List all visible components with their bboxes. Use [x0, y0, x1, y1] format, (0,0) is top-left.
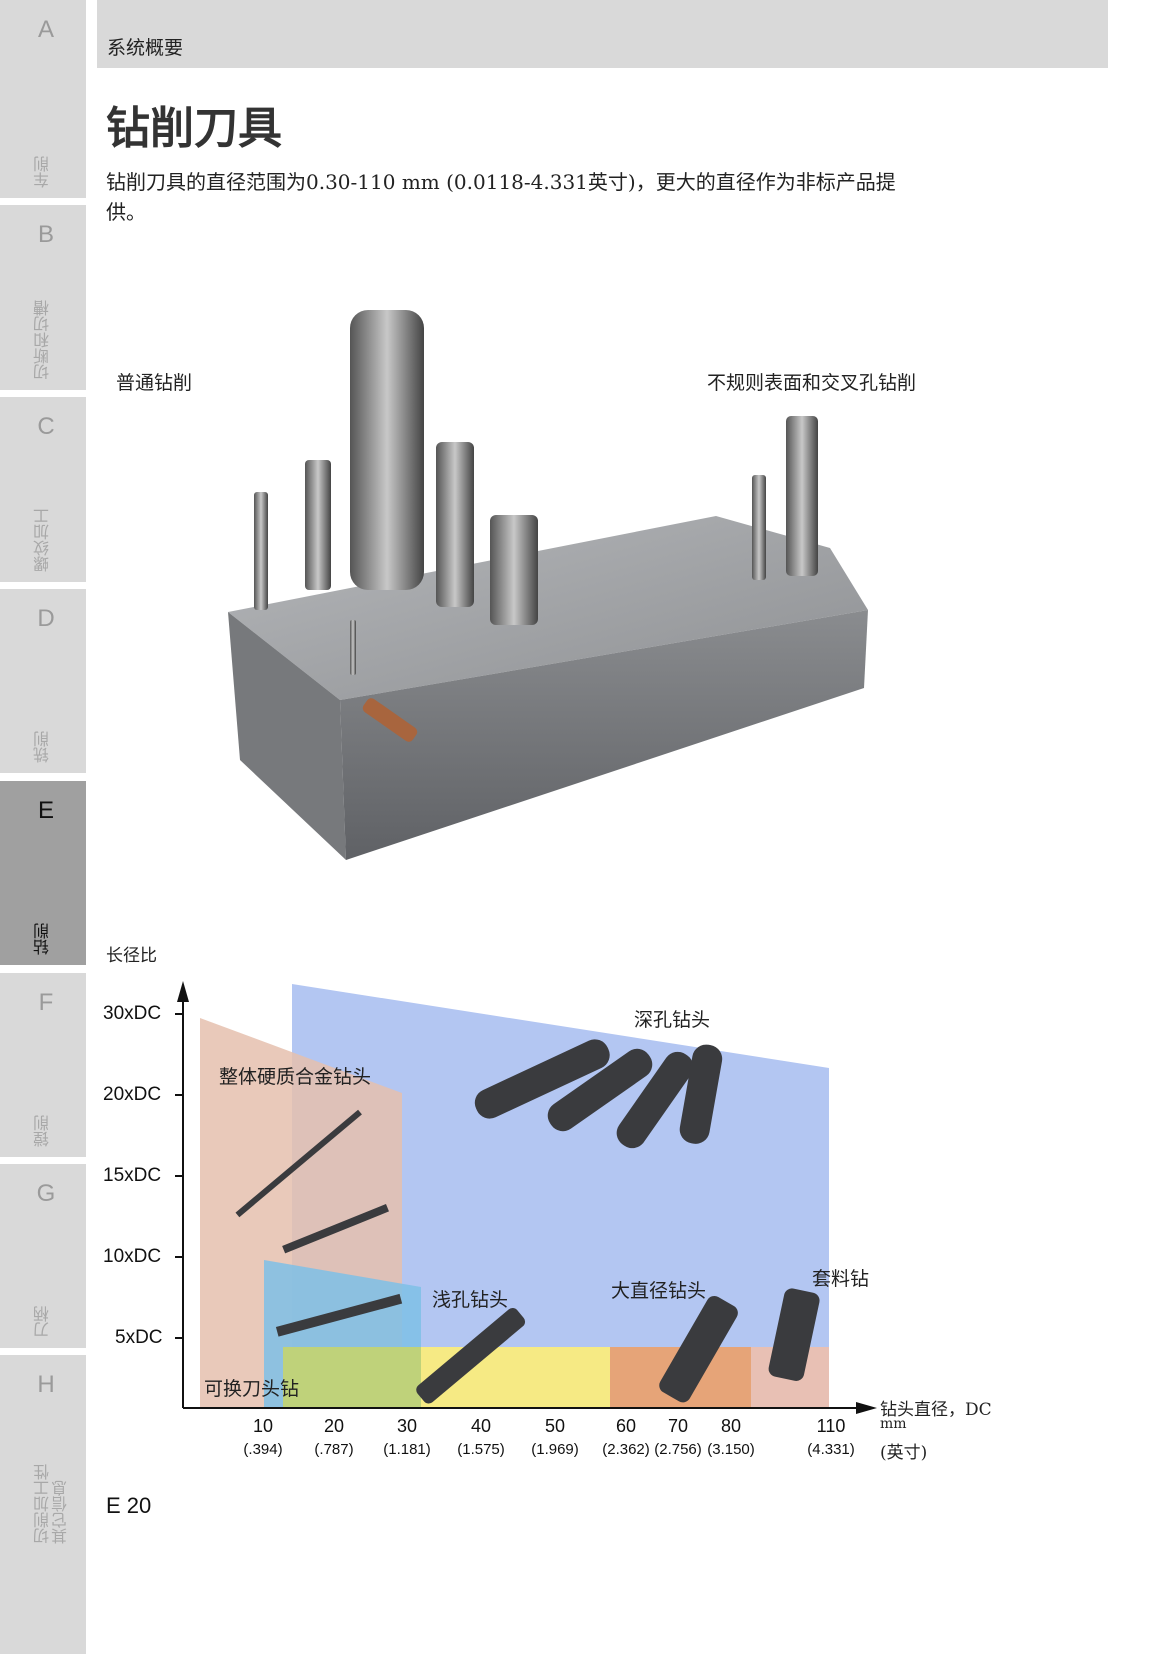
x-tick-inch: (3.150) [707, 1441, 755, 1458]
tab-letter: F [38, 989, 54, 1016]
page-title: 钻削刀具 [106, 103, 282, 154]
x-tick: 30 (1.181) [377, 1415, 437, 1461]
x-tick: 20 (.787) [304, 1415, 364, 1461]
page-number: E 20 [106, 1493, 152, 1518]
x-tick-mm: 10 [252, 1416, 274, 1436]
x-tick: 80 (3.150) [701, 1415, 761, 1461]
y-tick: 30xDC [103, 1003, 162, 1024]
drilling-illustration [228, 310, 868, 860]
region-label-shallow-hole: 浅孔钻头 [432, 1289, 509, 1311]
x-tick-mm: 30 [396, 1416, 418, 1436]
image-label-right: 不规则表面和交叉孔钻削 [707, 372, 917, 394]
x-tick-inch: (1.181) [383, 1441, 431, 1458]
tab-letter: H [37, 1371, 55, 1398]
region-label-exchangeable-tip: 可换刀头钻 [204, 1378, 300, 1400]
region-label-large-diameter: 大直径钻头 [611, 1280, 707, 1302]
tool-photos [235, 1039, 820, 1404]
x-tick: 110 (4.331) [801, 1415, 861, 1461]
x-tick-inch: (4.331) [807, 1441, 855, 1458]
chart-y-title: 长径比 [106, 946, 157, 966]
section-header: 系统概要 [97, 0, 1108, 68]
x-tick-mm: 80 [720, 1416, 742, 1436]
coated-drill [362, 698, 418, 742]
region-label-trepanning: 套料钻 [812, 1268, 870, 1290]
intro-text: 钻削刀具的直径范围为0.30-110 mm (0.0118-4.331英寸)，更… [106, 170, 896, 224]
y-tick: 15xDC [103, 1165, 162, 1186]
y-tick: 10xDC [103, 1246, 162, 1267]
region-label-deep-hole: 深孔钻头 [634, 1009, 711, 1031]
y-tick: 20xDC [103, 1084, 162, 1105]
x-tick-inch: (1.575) [457, 1441, 505, 1458]
x-tick-inch: (2.756) [654, 1441, 702, 1458]
x-tick-mm: 60 [615, 1416, 637, 1436]
x-axis-arrow [856, 1402, 877, 1414]
x-tick: 10 (.394) [233, 1415, 293, 1461]
tab-letter: E [37, 797, 54, 824]
tab-letter: A [37, 16, 54, 43]
drill-tools [254, 310, 818, 675]
x-tick-mm: 70 [667, 1416, 689, 1436]
x-tick-inch: (.787) [314, 1441, 354, 1458]
x-tick-inch: (2.362) [602, 1441, 650, 1458]
image-label-left: 普通钻削 [116, 372, 193, 394]
x-axis-unit: mm [880, 1416, 907, 1432]
x-tick: 40 (1.575) [451, 1415, 511, 1461]
x-tick-mm: 110 [816, 1416, 846, 1436]
x-tick-mm: 40 [470, 1416, 492, 1436]
block-left-side [228, 612, 346, 860]
y-axis-arrow [177, 981, 189, 1002]
x-tick-inch: (1.969) [531, 1441, 579, 1458]
x-tick-mm: 50 [544, 1416, 566, 1436]
region-label-solid-carbide: 整体硬质合金钻头 [219, 1066, 372, 1088]
block-top [228, 516, 868, 700]
x-tick: 60 (2.362) [596, 1415, 656, 1461]
y-tick-marks [175, 1013, 183, 1339]
y-tick: 5xDC [115, 1327, 163, 1348]
tab-letter: B [37, 221, 54, 248]
section-title: 系统概要 [107, 37, 184, 59]
x-axis-unit-inch: (英寸) [880, 1443, 928, 1463]
tab-letter: G [36, 1180, 56, 1207]
tab-letter: C [37, 413, 55, 440]
x-tick-mm: 20 [323, 1416, 345, 1436]
x-tick: 70 (2.756) [648, 1415, 708, 1461]
x-tick-inch: (.394) [243, 1441, 283, 1458]
block-front [340, 610, 868, 860]
tab-letter: D [37, 605, 55, 632]
x-axis-title: 钻头直径，DC [880, 1400, 992, 1420]
x-tick: 50 (1.969) [525, 1415, 585, 1461]
